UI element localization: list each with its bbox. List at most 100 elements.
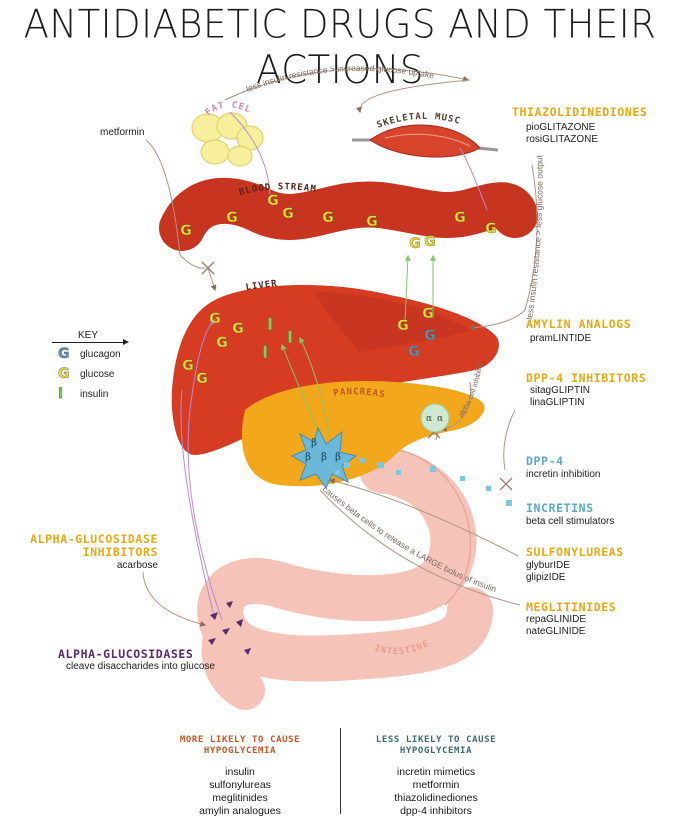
bottom-divider bbox=[340, 728, 341, 814]
drug-glyburide: glyburIDE bbox=[526, 560, 570, 571]
class-amylin-analogs: AMYLIN ANALOGS bbox=[526, 317, 632, 331]
hypoglycemia-list-item: incretin mimetics bbox=[396, 766, 476, 778]
class-dpp4: DPP-4 bbox=[526, 454, 564, 468]
less-likely-title: LESS LIKELY TO CAUSE HYPOGLYCEMIA bbox=[356, 735, 516, 757]
beta-cell-label: β bbox=[305, 452, 311, 463]
blood-stream-shape bbox=[159, 177, 538, 251]
more-likely-title-1: MORE LIKELY TO CAUSE bbox=[179, 735, 301, 745]
hypoglycemia-list-item: dpp-4 inhibitors bbox=[400, 805, 472, 817]
glucose-molecule: G bbox=[454, 210, 466, 226]
glucose-molecule: G bbox=[366, 214, 378, 230]
class-incretins: INCRETINS bbox=[526, 501, 594, 515]
alpha-cell bbox=[420, 403, 450, 433]
beta-cell-label: β bbox=[311, 438, 317, 449]
drug-acarbose: acarbose bbox=[116, 560, 158, 571]
organ-label-fat-cells: FAT CELLS bbox=[0, 0, 251, 118]
class-meglitinides: MEGLITINIDES bbox=[526, 600, 617, 614]
key-label: glucose bbox=[80, 369, 115, 380]
less-likely-title-1: LESS LIKELY TO CAUSE bbox=[375, 735, 497, 745]
drug-sitagliptin: sitagGLIPTIN bbox=[530, 385, 591, 396]
glucose-molecule: G bbox=[424, 234, 436, 250]
fat-cells-shape bbox=[191, 112, 264, 167]
glucose-molecule: G bbox=[216, 335, 228, 351]
hypoglycemia-list-item: insulin bbox=[225, 766, 255, 778]
key-symbol: G bbox=[58, 346, 70, 362]
key-label: glucagon bbox=[80, 349, 121, 360]
drug-pioglitazone: pioGLITAZONE bbox=[526, 122, 596, 133]
drug-linagliptin: linaGLIPTIN bbox=[530, 397, 585, 408]
glucose-molecule: G bbox=[322, 210, 334, 226]
hypoglycemia-list-item: meglitinides bbox=[212, 792, 268, 804]
arrow-acarbose bbox=[142, 571, 207, 627]
drug-metformin: metformin bbox=[100, 127, 145, 138]
more-likely-title: MORE LIKELY TO CAUSE HYPOGLYCEMIA bbox=[160, 735, 320, 757]
arrow-sulfonylureas bbox=[328, 478, 519, 557]
beta-cell-label: β bbox=[321, 452, 327, 463]
incretins-desc: beta cell stimulators bbox=[526, 516, 615, 527]
alpha-glucosidase-marks bbox=[208, 601, 251, 655]
alpha-cell-label: α bbox=[426, 414, 432, 424]
label-top-arc: less insulin resistance > increased gluc… bbox=[245, 63, 436, 94]
class-dpp4-inhibitors: DPP-4 INHIBITORS bbox=[526, 371, 647, 385]
glucose-molecule: G bbox=[232, 321, 244, 337]
drug-rosiglitazone: rosiGLITAZONE bbox=[526, 134, 599, 145]
organ-label-liver: LIVER bbox=[245, 279, 277, 293]
class-agi-line1: ALPHA-GLUCOSIDASE bbox=[30, 532, 158, 546]
drug-repaglinide: repaGLINIDE bbox=[526, 614, 587, 625]
drug-glipizide: glipizIDE bbox=[526, 572, 566, 583]
liver-lobe-shade bbox=[315, 292, 470, 352]
alpha-glucosidases-desc: cleave disaccharides into glucose bbox=[66, 661, 215, 672]
glucose-molecule: G bbox=[180, 223, 192, 239]
intestine-shape bbox=[197, 447, 493, 682]
drug-pramlintide: pramLINTIDE bbox=[530, 333, 592, 344]
intestine-edge bbox=[381, 446, 472, 606]
glucagon-molecule: G bbox=[424, 328, 436, 344]
glucose-molecule: G bbox=[282, 206, 294, 222]
key-symbol: G bbox=[58, 366, 70, 382]
key-rule bbox=[52, 342, 126, 343]
svg-text:LIVER: LIVER bbox=[245, 279, 278, 293]
key-arrowhead bbox=[123, 339, 129, 345]
arrow-to-muscle bbox=[356, 79, 471, 114]
key-symbol: I bbox=[58, 386, 64, 402]
hypoglycemia-list-item: amylin analogues bbox=[199, 805, 281, 817]
glucose-molecule: G bbox=[485, 221, 497, 237]
class-alpha-glucosidases: ALPHA-GLUCOSIDASES bbox=[58, 647, 194, 661]
arrow-metformin bbox=[145, 139, 206, 269]
glucose-molecule: G bbox=[196, 371, 208, 387]
class-thiazolidinediones: THIAZOLIDINEDIONES bbox=[512, 105, 648, 119]
hypoglycemia-list-item: sulfonylureas bbox=[209, 779, 271, 791]
glucagon-molecule: G bbox=[408, 344, 420, 360]
glucose-molecule: G bbox=[226, 210, 238, 226]
class-sulfonylureas: SULFONYLUREAS bbox=[526, 545, 624, 559]
arrow-right-vertical bbox=[468, 164, 538, 331]
glucose-molecule: G bbox=[267, 193, 279, 209]
glucose-molecule: G bbox=[182, 358, 194, 374]
arrow-alpha-inhibitor bbox=[440, 381, 472, 432]
key-title: KEY bbox=[78, 330, 99, 341]
insulin-molecule: I bbox=[287, 328, 293, 348]
hypoglycemia-list-item: thiazolidinediones bbox=[394, 792, 478, 804]
intestine-tail bbox=[201, 610, 265, 710]
hypoglycemia-list-item: metformin bbox=[412, 779, 460, 791]
beta-cell-label: β bbox=[335, 452, 341, 463]
drug-nateglinide: nateGLINIDE bbox=[526, 626, 586, 637]
insulin-molecule: I bbox=[262, 343, 268, 363]
organ-label-pancreas: PANCREAS bbox=[333, 387, 385, 400]
glucose-molecule: G bbox=[209, 311, 221, 327]
arrow-top-arc bbox=[224, 68, 470, 101]
alpha-cell-label: α bbox=[437, 414, 443, 424]
more-likely-title-2: HYPOGLYCEMIA bbox=[203, 746, 277, 756]
class-alpha-glucosidase-inhibitors: ALPHA-GLUCOSIDASE INHIBITORS bbox=[10, 533, 158, 559]
key-label: insulin bbox=[80, 389, 109, 400]
dpp4-desc: incretin inhibition bbox=[526, 469, 601, 480]
skeletal-muscle-shape bbox=[352, 124, 499, 158]
less-likely-title-2: HYPOGLYCEMIA bbox=[399, 746, 473, 756]
